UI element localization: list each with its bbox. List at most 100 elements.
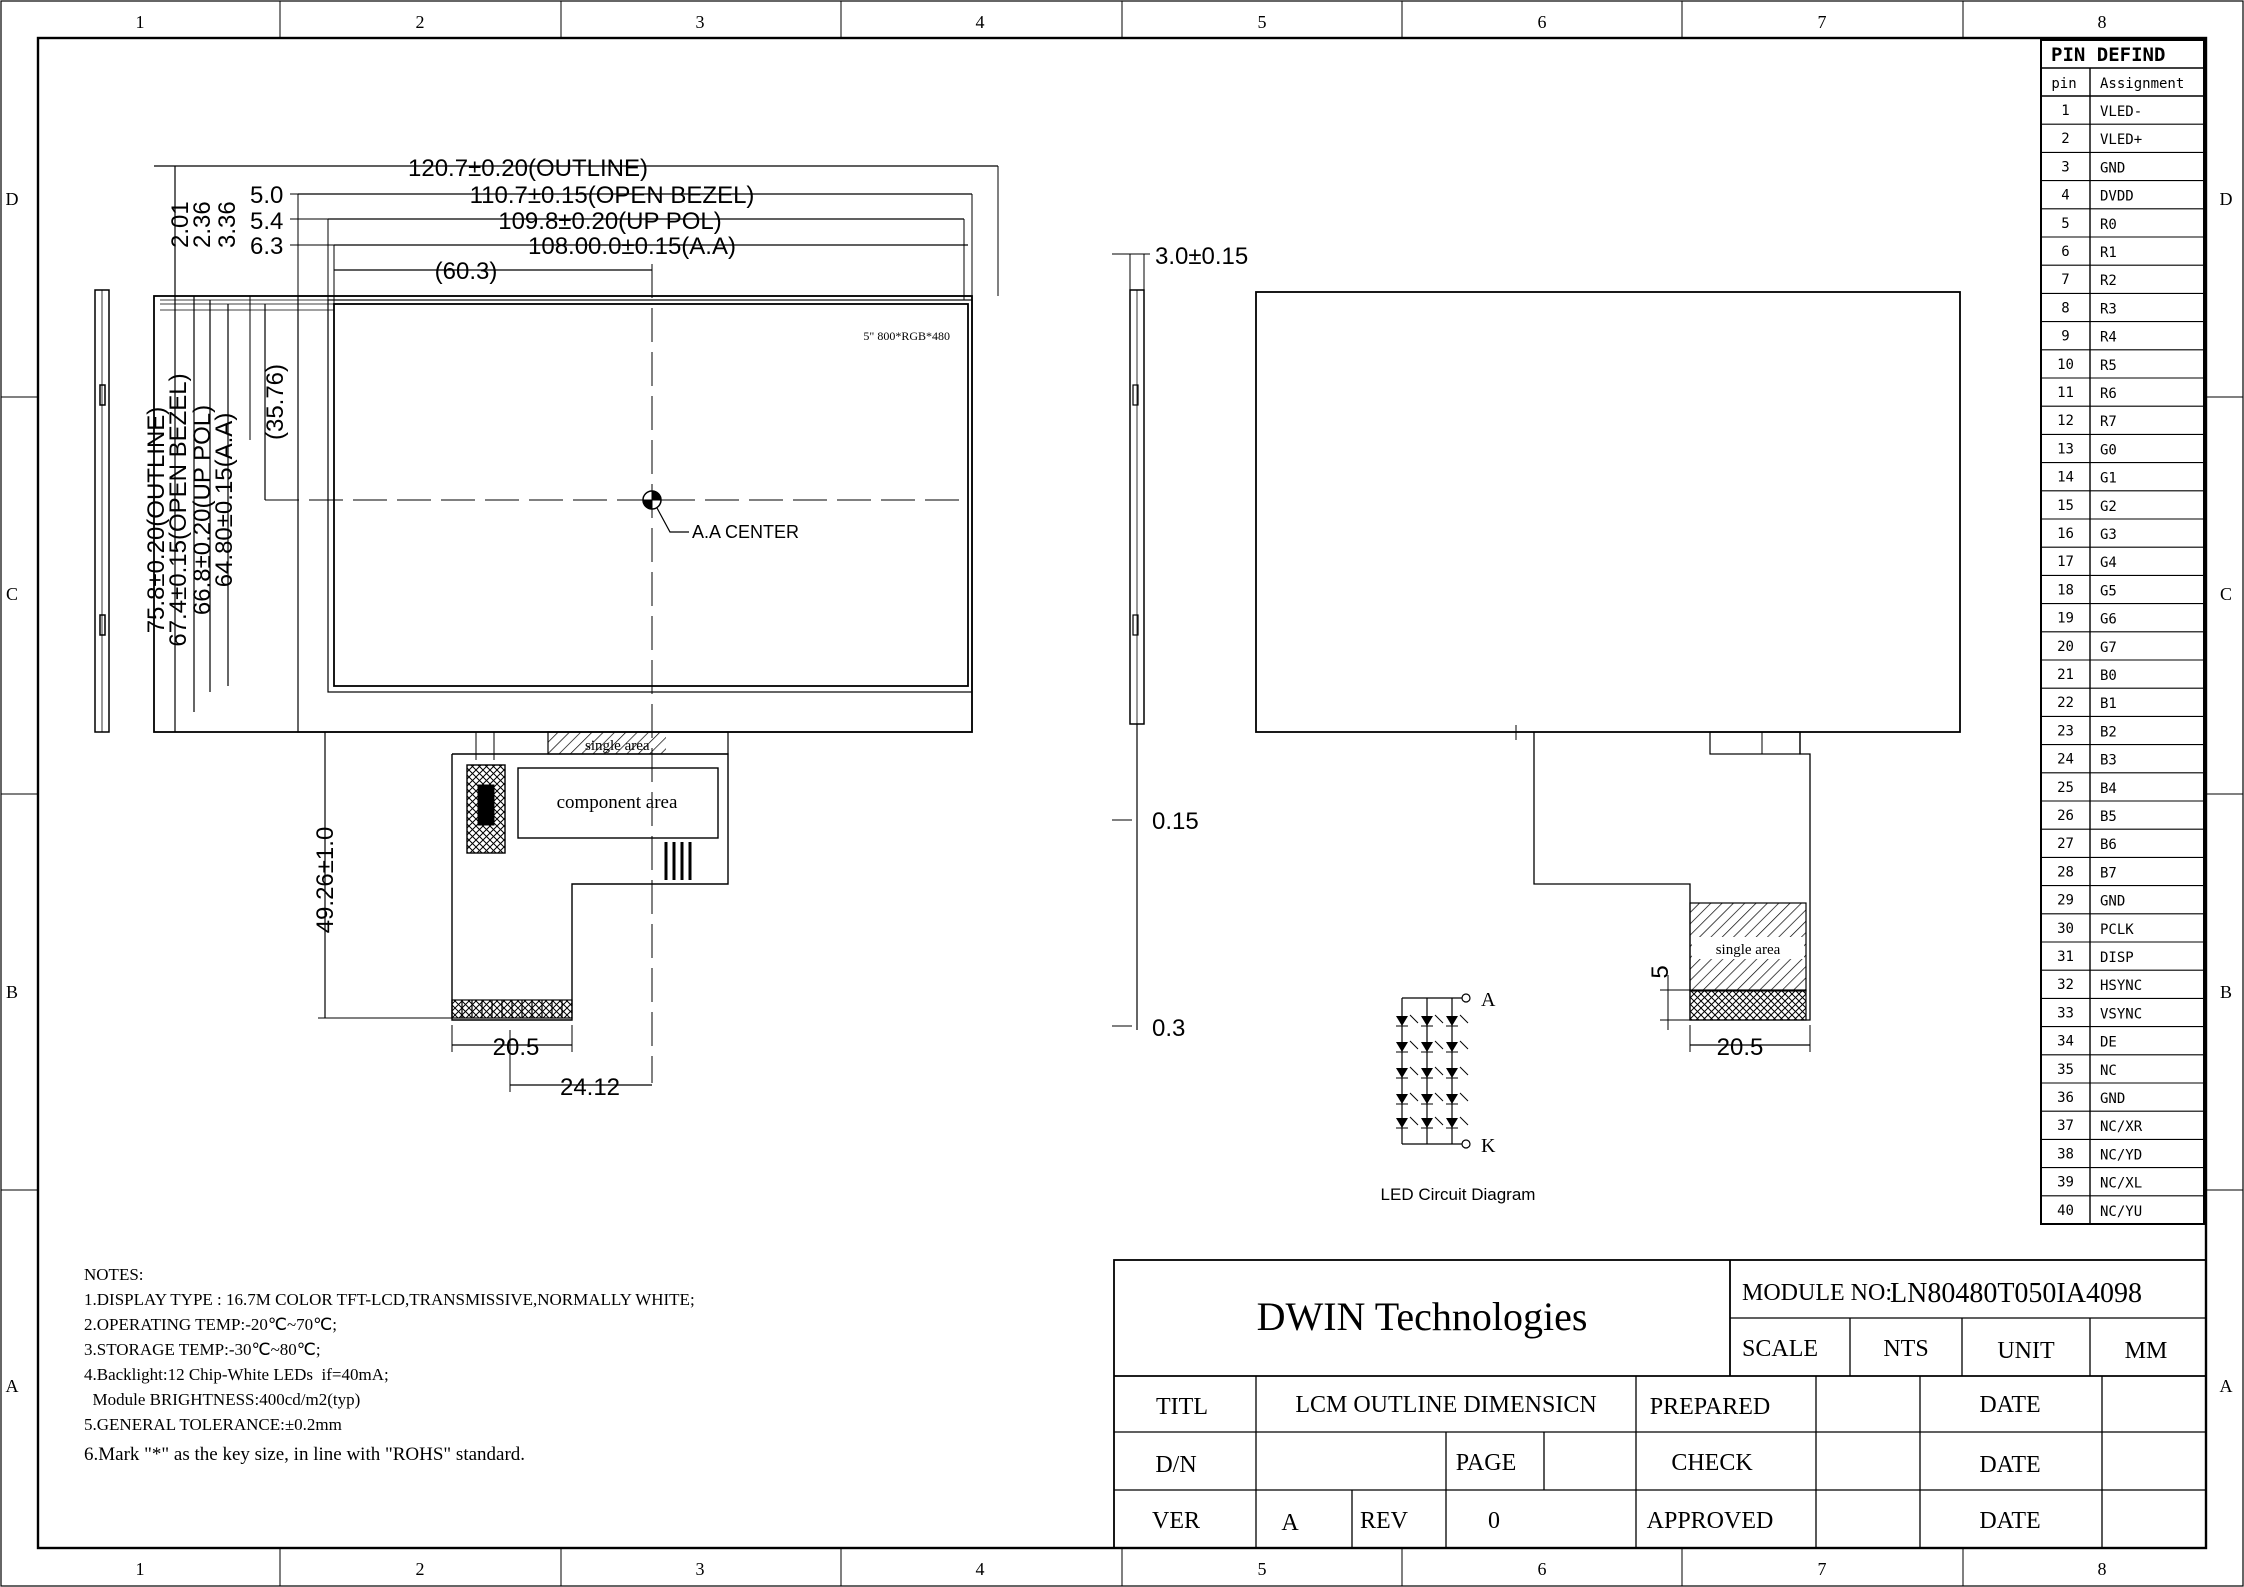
- pin-assignment: R0: [2100, 217, 2117, 233]
- pin-number: 36: [2057, 1090, 2074, 1106]
- pin-assignment: G4: [2100, 555, 2117, 571]
- vdim-aa-height: 64.80±0.15(A.A): [211, 413, 238, 588]
- prepared-label: PREPARED: [1650, 1394, 1771, 1420]
- back-view-labels: single area 5 20.5: [1647, 942, 1781, 1061]
- vdim-2-01: 2.01: [167, 201, 194, 248]
- grid-labels: 1 2 3 4 5 6 7 8 1 2 3 4 5 6 7 8 D C B A …: [6, 12, 2233, 1579]
- fpc-outline: [451, 753, 729, 1021]
- pin-assignment: G1: [2100, 471, 2117, 487]
- pin-assignment: B2: [2100, 724, 2117, 740]
- pin-assignment: G3: [2100, 527, 2117, 543]
- pin-number: 19: [2057, 611, 2074, 627]
- grid-col-5-top: 5: [1258, 12, 1267, 32]
- check-label: CHECK: [1671, 1450, 1753, 1476]
- rev-label: REV: [1360, 1508, 1409, 1534]
- pin-assignment: PCLK: [2100, 922, 2134, 938]
- pin-assignment: R5: [2100, 358, 2117, 374]
- scale-label: SCALE: [1742, 1336, 1818, 1362]
- fpc-thickness-dim: 0.15: [1152, 808, 1199, 835]
- pin-assignment: G5: [2100, 583, 2117, 599]
- offset-5-4: 5.4: [250, 208, 283, 235]
- pin-assignment: B5: [2100, 809, 2117, 825]
- grid-row-b-right: B: [2220, 982, 2232, 1002]
- pin-assignment: GND: [2100, 1091, 2125, 1107]
- left-side-profile: [94, 289, 110, 733]
- pin-number: 8: [2061, 300, 2069, 316]
- pin-number: 31: [2057, 949, 2074, 965]
- pin-assignment: B7: [2100, 865, 2117, 881]
- dim-up-pol-width: 109.8±0.20(UP POL): [498, 208, 722, 235]
- pin-number: 1: [2061, 103, 2069, 119]
- note-6: 6.Mark "*" as the key size, in line with…: [84, 1444, 525, 1465]
- side-view: [1112, 253, 1150, 1030]
- scale-value: NTS: [1883, 1336, 1928, 1362]
- pin-assignment: B4: [2100, 781, 2117, 797]
- ver-label: VER: [1152, 1508, 1200, 1534]
- pin-assignment: B1: [2100, 696, 2117, 712]
- notes-heading: NOTES:: [84, 1265, 144, 1284]
- module-outline: [153, 295, 973, 733]
- single-area-label: single area: [585, 738, 650, 754]
- grid-row-a-left: A: [6, 1376, 19, 1396]
- pin-number: 32: [2057, 977, 2074, 993]
- fpc-width-dim: 20.5: [493, 1034, 540, 1061]
- pin-assignment: GND: [2100, 160, 2125, 176]
- pin-number: 40: [2057, 1203, 2074, 1219]
- pin-assignment: G2: [2100, 499, 2117, 515]
- vdim-outline-height: 75.8±0.20(OUTLINE): [143, 407, 170, 634]
- pin-number: 6: [2061, 244, 2069, 260]
- pin-assignment: R2: [2100, 273, 2117, 289]
- pin-number: 18: [2057, 582, 2074, 598]
- pin-assignment: R1: [2100, 245, 2117, 261]
- component-area-box: [517, 767, 719, 839]
- pin-assignment: B3: [2100, 753, 2117, 769]
- grid-col-6-bottom: 6: [1538, 1559, 1547, 1579]
- led-cathode-label: K: [1481, 1135, 1496, 1157]
- grid-col-5-bottom: 5: [1258, 1559, 1267, 1579]
- pin-number: 13: [2057, 441, 2074, 457]
- pin-assignment: B0: [2100, 668, 2117, 684]
- pin-assignment: VLED+: [2100, 132, 2142, 148]
- note-4-brightness: Module BRIGHTNESS:400cd/m2(typ): [84, 1390, 360, 1409]
- pin-number: 22: [2057, 695, 2074, 711]
- grid-col-8-bottom: 8: [2098, 1559, 2107, 1579]
- pin-number: 35: [2057, 1062, 2074, 1078]
- grid-row-d-left: D: [6, 189, 19, 209]
- pin-assignment: DE: [2100, 1035, 2117, 1051]
- front-view-labels: 120.7±0.20(OUTLINE) 110.7±0.15(OPEN BEZE…: [143, 155, 950, 1101]
- pin-number: 28: [2057, 864, 2074, 880]
- pin-assignment: G6: [2100, 612, 2117, 628]
- grid-col-3-top: 3: [696, 12, 705, 32]
- pin-assignment: NC/YU: [2100, 1204, 2142, 1220]
- pin-number: 24: [2057, 752, 2074, 768]
- pin-assignment: R6: [2100, 386, 2117, 402]
- note-2: 2.OPERATING TEMP:-20℃~70℃;: [84, 1315, 337, 1334]
- pin-assignment: VLED-: [2100, 104, 2142, 120]
- open-bezel: [297, 295, 973, 733]
- title-block-text: DWIN Technologies MODULE NO: LN80480T050…: [1152, 1278, 2167, 1536]
- vdim-open-bezel-height: 67.4±0.15(OPEN BEZEL): [165, 373, 192, 646]
- fpc-offset-dim: 24.12: [560, 1074, 620, 1101]
- grid-row-c-right: C: [2220, 584, 2232, 604]
- approved-date-label: DATE: [1979, 1508, 2040, 1534]
- pin-number: 14: [2057, 470, 2074, 486]
- grid-col-4-bottom: 4: [976, 1559, 985, 1579]
- page-label: PAGE: [1456, 1450, 1516, 1476]
- led-circuit-labels: A K LED Circuit Diagram: [1381, 989, 1536, 1204]
- back-view: [1255, 291, 1961, 1052]
- vdim-3-36: 3.36: [214, 201, 241, 248]
- pin-number: 34: [2057, 1034, 2074, 1050]
- pin-assignment: DISP: [2100, 950, 2134, 966]
- grid-row-c-left: C: [6, 584, 18, 604]
- pin-number: 27: [2057, 836, 2074, 852]
- pin-number: 30: [2057, 921, 2074, 937]
- back-dim-5: 5: [1647, 965, 1674, 978]
- pin-assignment: NC/YD: [2100, 1147, 2142, 1163]
- front-view: [153, 165, 999, 1092]
- pin-assignment: GND: [2100, 894, 2125, 910]
- pin-number: 38: [2057, 1146, 2074, 1162]
- unit-label: UNIT: [1997, 1338, 2055, 1364]
- pin-number: 11: [2057, 385, 2074, 401]
- vdim-2-36: 2.36: [189, 201, 216, 248]
